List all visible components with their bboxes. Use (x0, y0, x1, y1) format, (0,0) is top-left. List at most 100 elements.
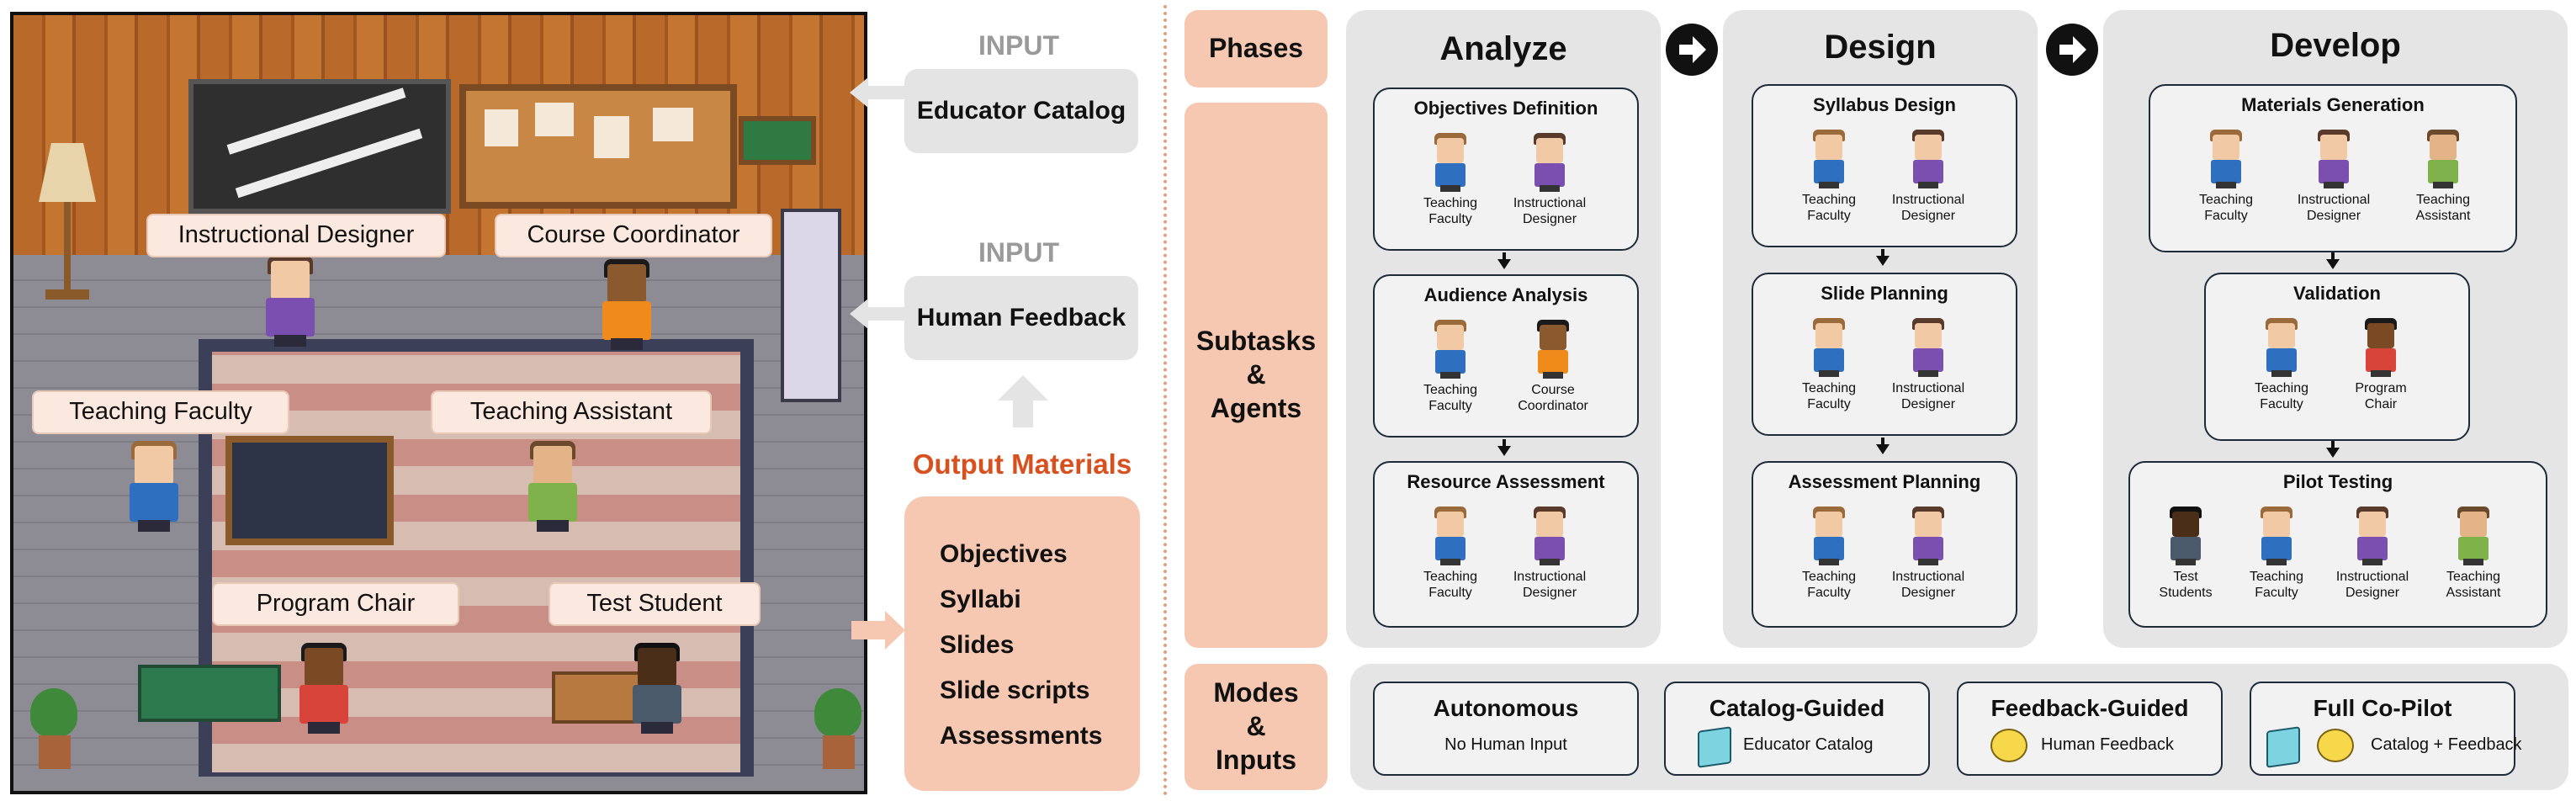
phase-title-develop: Develop (2270, 27, 2401, 64)
green-desk (138, 665, 281, 722)
down-arrow-icon (1876, 256, 1890, 266)
agent-name-line: Instructional (1513, 570, 1587, 584)
mode-title: Full Co-Pilot (2313, 695, 2452, 721)
pinned-note (485, 109, 518, 146)
modes-label-line: Inputs (1216, 744, 1296, 775)
flow-arrow-stem (2331, 252, 2335, 261)
agent-name-line: Faculty (1807, 586, 1851, 600)
output-item: Assessments (940, 722, 1103, 750)
speech-face-icon (2317, 729, 2354, 762)
test-student-sprite (633, 643, 681, 735)
agent-name-line: Coordinator (1518, 399, 1588, 413)
role-label-teaching-faculty: Teaching Faculty (32, 390, 289, 434)
agent-name-line: Teaching (1423, 196, 1478, 210)
left-pointing-output-arrow-icon (851, 611, 905, 650)
speech-face-icon (1990, 729, 2027, 762)
task-title: Syllabus Design (1813, 94, 1956, 115)
human-feedback-input: Human Feedback (904, 276, 1138, 360)
agent-name-line: Faculty (2255, 586, 2298, 600)
agent-name-line: Faculty (1428, 586, 1472, 600)
subtasks-label-line: Agents (1210, 392, 1302, 423)
mode-subtitle: Human Feedback (2041, 735, 2174, 754)
mode-card-autonomous: Autonomous No Human Input (1373, 682, 1639, 776)
agent-name-line: Designer (1900, 397, 1956, 411)
mode-card-feedback-guided: Feedback-Guided Human Feedback (1957, 682, 2223, 776)
book-icon (1698, 726, 1731, 768)
role-label-instructional-designer: Instructional Designer (146, 214, 446, 257)
left-arrow-icon (850, 77, 909, 108)
agent-name-line: Designer (1900, 209, 1956, 223)
down-arrow-icon (1876, 444, 1890, 454)
role-label-teaching-assistant: Teaching Assistant (431, 390, 712, 434)
mode-card-full-co-pilot: Full Co-Pilot Catalog + Feedback (2250, 682, 2522, 776)
agent-name-line: Designer (2345, 586, 2400, 600)
phases-label: Phases (1185, 10, 1328, 88)
mode-subtitle: No Human Input (1444, 735, 1567, 754)
right-arrow-icon (1666, 24, 1718, 76)
mode-subtitle: Catalog + Feedback (2371, 735, 2522, 754)
modes-label-line: & (1246, 711, 1266, 742)
flow-arrow-stem (1881, 249, 1884, 257)
output-item: Slides (940, 631, 1015, 659)
down-arrow-icon (2326, 448, 2340, 458)
agent-name-line: Teaching (1423, 570, 1478, 584)
agent-name-line: Instructional (1891, 381, 1965, 395)
agent-name-line: Designer (1522, 212, 1577, 226)
agent-name-line: Teaching (2254, 381, 2309, 395)
task-validation: Validation (2204, 273, 2470, 441)
phase-title-design: Design (1824, 29, 1937, 66)
down-arrow-icon (2326, 259, 2340, 269)
agent-name-line: Faculty (1807, 397, 1851, 411)
book-icon (2266, 726, 2300, 768)
mode-subtitle: Educator Catalog (1743, 735, 1874, 754)
agent-name-line: Students (2159, 586, 2213, 600)
agent-name-line: Designer (1900, 586, 1956, 600)
input-tag: INPUT (978, 30, 1059, 61)
up-arrow-icon (998, 375, 1048, 427)
task-title: Objectives Definition (1413, 98, 1598, 119)
task-title: Assessment Planning (1788, 471, 1981, 492)
agent-name-line: Instructional (2335, 570, 2409, 584)
agent-name-line: Instructional (1513, 196, 1587, 210)
lamp-pole (64, 202, 71, 293)
teaching-assistant-sprite (528, 441, 577, 533)
agent-name-line: Designer (2306, 209, 2361, 223)
agent-name-line: Teaching (1801, 570, 1857, 584)
agent-name-line: Assistant (2446, 586, 2501, 600)
agent-name-line: Teaching (2415, 193, 2471, 207)
agent-name-line: Instructional (2297, 193, 2371, 207)
pinned-note (653, 108, 693, 141)
lamp-base (45, 289, 89, 300)
agent-name-line: Designer (1522, 586, 1577, 600)
student-desk (552, 671, 644, 724)
potted-plant-icon (30, 688, 77, 737)
agent-name-line: Faculty (1807, 209, 1851, 223)
subtasks-label-line: Subtasks (1195, 326, 1317, 357)
agent-name-line: Chair (2364, 397, 2398, 411)
task-title: Resource Assessment (1407, 471, 1605, 492)
task-title: Validation (2293, 283, 2381, 304)
down-arrow-icon (1497, 446, 1511, 456)
task-title: Slide Planning (1821, 283, 1948, 304)
flow-arrow-stem (1881, 438, 1884, 446)
output-materials-box (904, 496, 1140, 791)
mode-title: Feedback-Guided (1990, 695, 2189, 721)
agent-name-line: Faculty (1428, 212, 1472, 226)
flow-arrow-stem (2331, 441, 2335, 449)
task-syllabus-design: Syllabus Design (1752, 84, 2017, 247)
educator-catalog-input: Educator Catalog (904, 69, 1138, 153)
mode-title: Autonomous (1433, 695, 1579, 721)
